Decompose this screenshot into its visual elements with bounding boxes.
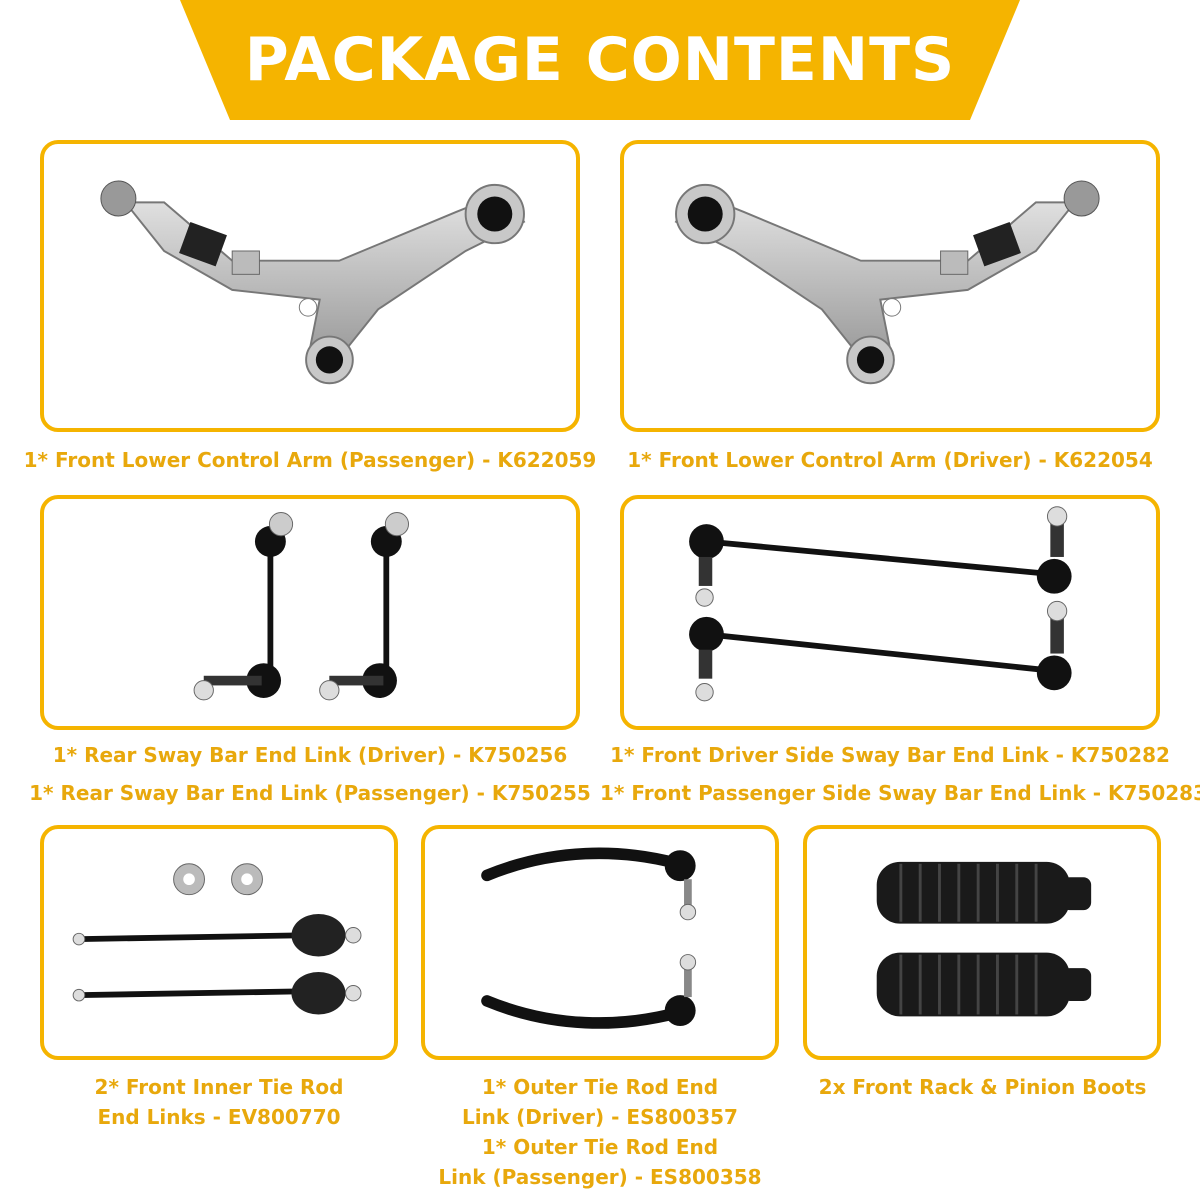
rack-pinion-boots-icon — [876, 861, 1092, 1017]
caption-outer-tie-rods: 1* Outer Tie Rod End Link (Driver) - ES8… — [405, 1072, 795, 1192]
product-card-inner-tie-rods — [40, 825, 398, 1060]
page-title: PACKAGE CONTENTS — [244, 25, 956, 95]
caption-line: 1* Front Lower Control Arm (Passenger) -… — [23, 448, 597, 472]
caption-lower-control-arm-passenger: 1* Front Lower Control Arm (Passenger) -… — [20, 445, 600, 475]
caption-line: 1* Rear Sway Bar End Link (Passenger) - … — [29, 781, 591, 805]
lower-control-arm-driver-icon — [674, 180, 1100, 385]
caption-line: End Links - EV800770 — [97, 1105, 341, 1129]
product-card-rack-pinion-boots — [803, 825, 1161, 1060]
header-banner: PACKAGE CONTENTS — [0, 0, 1200, 120]
caption-inner-tie-rods: 2* Front Inner Tie Rod End Links - EV800… — [40, 1072, 398, 1132]
caption-line: 2x Front Rack & Pinion Boots — [818, 1075, 1147, 1099]
product-card-front-sway-bar-links — [620, 495, 1160, 730]
caption-line: 1* Rear Sway Bar End Link (Driver) - K75… — [52, 743, 568, 767]
product-card-rear-sway-bar-links — [40, 495, 580, 730]
caption-line: 1* Outer Tie Rod End — [481, 1075, 719, 1099]
outer-tie-rods-icon — [481, 847, 697, 1029]
lower-control-arm-passenger-icon — [100, 180, 526, 385]
caption-front-sway-bar-links: 1* Front Driver Side Sway Bar End Link -… — [600, 740, 1200, 808]
product-card-lower-control-arm-passenger — [40, 140, 580, 432]
caption-line: Link (Driver) - ES800357 — [462, 1105, 738, 1129]
caption-line: Link (Passenger) - ES800358 — [438, 1165, 762, 1189]
caption-rack-pinion-boots: 2x Front Rack & Pinion Boots — [790, 1072, 1175, 1102]
inner-tie-rods-icon — [72, 863, 362, 1015]
caption-line: 1* Front Driver Side Sway Bar End Link -… — [610, 743, 1170, 767]
caption-line: 1* Front Passenger Side Sway Bar End Lin… — [600, 781, 1200, 805]
caption-rear-sway-bar-links: 1* Rear Sway Bar End Link (Driver) - K75… — [20, 740, 600, 808]
product-card-outer-tie-rods — [421, 825, 779, 1060]
caption-line: 1* Outer Tie Rod End — [481, 1135, 719, 1159]
caption-line: 2* Front Inner Tie Rod — [94, 1075, 344, 1099]
product-card-lower-control-arm-driver — [620, 140, 1160, 432]
caption-lower-control-arm-driver: 1* Front Lower Control Arm (Driver) - K6… — [600, 445, 1180, 475]
front-sway-bar-links-icon — [689, 506, 1072, 702]
caption-line: 1* Front Lower Control Arm (Driver) - K6… — [627, 448, 1153, 472]
rear-sway-bar-links-icon — [193, 512, 410, 701]
banner-shape — [180, 0, 1020, 120]
